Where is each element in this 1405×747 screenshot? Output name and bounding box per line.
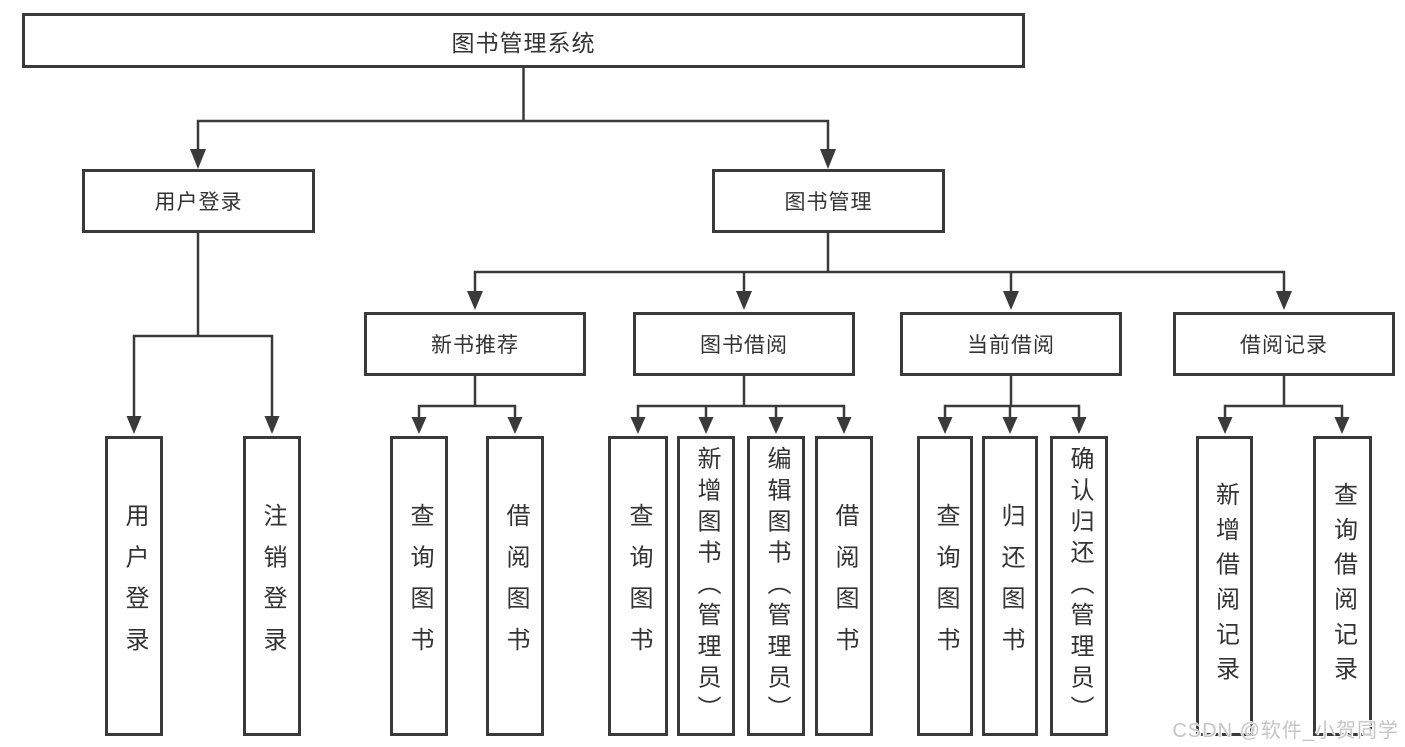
node-add-book-admin: 新增图书（管理员） xyxy=(677,436,735,736)
node-book-management: 图书管理 xyxy=(712,169,945,233)
node-user-login-leaf-label: 用户登录 xyxy=(121,503,148,669)
node-query-books-borrow-label: 查询图书 xyxy=(625,503,652,669)
arrowhead xyxy=(264,416,280,434)
node-edit-book-admin: 编辑图书（管理员） xyxy=(747,436,805,736)
node-query-books-recommend-label: 查询图书 xyxy=(406,503,433,669)
arrowhead xyxy=(190,149,206,169)
connector-current-borrow xyxy=(943,374,1081,419)
node-return-book: 归还图书 xyxy=(982,436,1038,736)
node-current-borrow: 当前借阅 xyxy=(900,312,1122,376)
arrowhead xyxy=(411,417,427,434)
node-current-borrow-label: 当前借阅 xyxy=(967,334,1055,357)
arrowhead xyxy=(768,417,784,434)
csdn-watermark: CSDN @软件_小贺同学 xyxy=(1172,720,1399,742)
arrowhead xyxy=(1071,417,1087,434)
node-add-book-admin-label: 新增图书（管理员） xyxy=(693,445,720,727)
node-library-system: 图书管理系统 xyxy=(22,13,1025,68)
arrowhead xyxy=(820,149,836,169)
arrowhead xyxy=(1276,291,1292,310)
arrowhead xyxy=(836,417,852,434)
connector-user-login xyxy=(132,230,274,418)
node-borrow-books-leaf-label: 借阅图书 xyxy=(831,503,858,669)
node-edit-book-admin-label: 编辑图书（管理员） xyxy=(763,445,790,727)
node-borrow-books-recommend: 借阅图书 xyxy=(486,436,544,736)
node-new-book-recommend: 新书推荐 xyxy=(364,312,586,376)
connector-book-borrow xyxy=(636,374,846,419)
node-query-books-current: 查询图书 xyxy=(917,436,973,736)
node-library-system-label: 图书管理系统 xyxy=(451,29,596,56)
node-logout-label: 注销登录 xyxy=(259,503,286,669)
node-add-borrow-record-label: 新增借阅记录 xyxy=(1211,481,1239,691)
node-logout: 注销登录 xyxy=(243,436,301,736)
node-query-borrow-record: 查询借阅记录 xyxy=(1313,436,1372,736)
node-book-management-label: 图书管理 xyxy=(784,191,873,214)
node-confirm-return-admin-label: 确认归还（管理员） xyxy=(1066,445,1093,727)
node-confirm-return-admin: 确认归还（管理员） xyxy=(1050,436,1108,736)
node-return-book-label: 归还图书 xyxy=(997,503,1024,669)
node-borrow-records-label: 借阅记录 xyxy=(1240,334,1328,357)
node-add-borrow-record: 新增借阅记录 xyxy=(1196,436,1253,736)
arrowhead xyxy=(630,417,646,434)
node-user-login-label: 用户登录 xyxy=(154,191,243,214)
arrowhead xyxy=(126,416,142,434)
arrowhead xyxy=(1217,417,1233,434)
node-query-books-recommend: 查询图书 xyxy=(390,436,448,736)
connector-root xyxy=(196,66,830,152)
connector-borrow-records xyxy=(1223,374,1344,419)
arrowhead xyxy=(1334,417,1350,434)
connector-new-book-recommend xyxy=(417,374,517,419)
node-user-login: 用户登录 xyxy=(82,169,315,233)
node-book-borrow: 图书借阅 xyxy=(633,312,855,376)
connector-book-management xyxy=(473,230,1286,295)
node-book-borrow-label: 图书借阅 xyxy=(700,334,788,357)
arrowhead xyxy=(507,417,523,434)
arrowhead xyxy=(698,417,714,434)
node-query-borrow-record-label: 查询借阅记录 xyxy=(1329,481,1357,691)
node-borrow-books-recommend-label: 借阅图书 xyxy=(502,503,529,669)
node-user-login-leaf: 用户登录 xyxy=(105,436,163,736)
arrowhead xyxy=(467,291,483,310)
node-new-book-recommend-label: 新书推荐 xyxy=(431,334,519,357)
node-borrow-books-leaf: 借阅图书 xyxy=(815,436,873,736)
node-query-books-current-label: 查询图书 xyxy=(932,503,959,669)
arrowhead xyxy=(1002,417,1018,434)
arrowhead xyxy=(1003,291,1019,310)
arrowheads xyxy=(126,149,1350,434)
arrowhead xyxy=(937,417,953,434)
node-borrow-records: 借阅记录 xyxy=(1173,312,1395,376)
arrowhead xyxy=(736,291,752,310)
node-query-books-borrow: 查询图书 xyxy=(608,436,668,736)
